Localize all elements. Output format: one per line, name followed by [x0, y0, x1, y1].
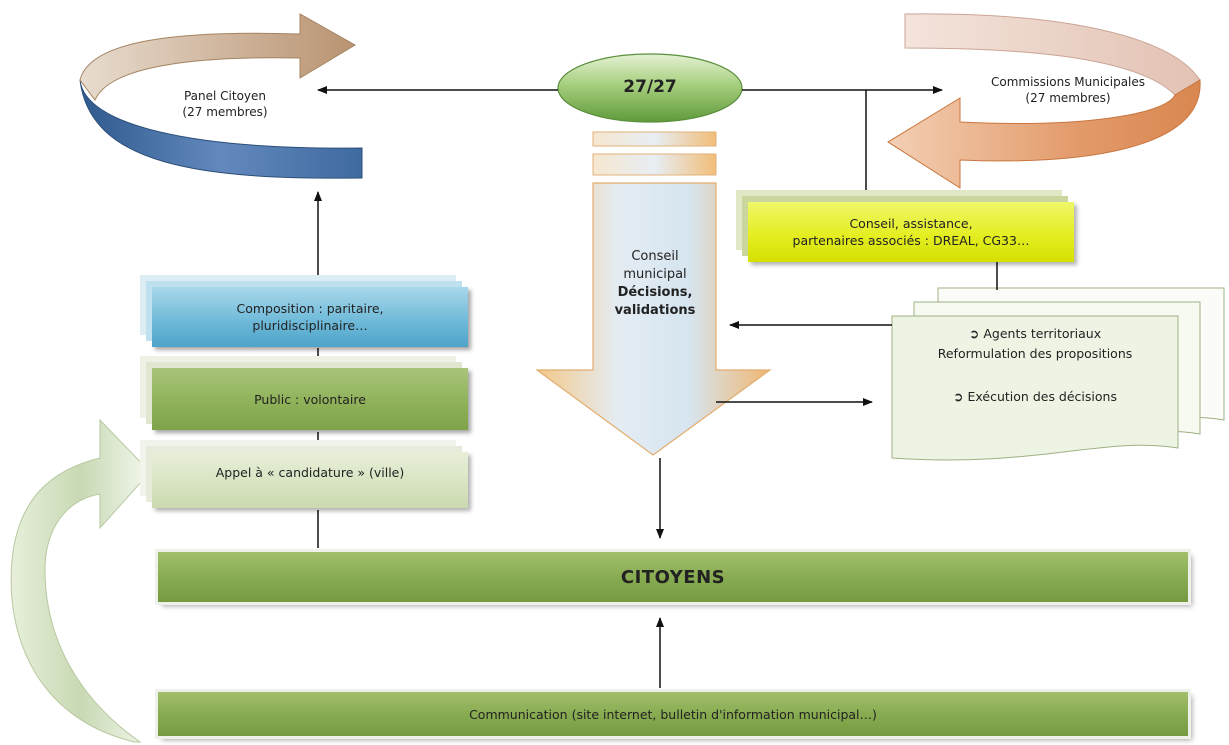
panel-citoyen-line2: (27 membres) [182, 105, 268, 119]
panel-blue-arc [79, 79, 363, 179]
left-loop-arrow [10, 418, 151, 743]
agents-bullet2-icon: ➲ [953, 389, 964, 404]
citoyens-bar: CITOYENS [158, 552, 1188, 602]
communication-label: Communication (site internet, bulletin d… [469, 706, 877, 722]
agents-item3: ➲ Exécution des décisions [900, 388, 1170, 405]
agents-item1: ➲ Agents territoriaux [900, 325, 1170, 342]
communication-bar: Communication (site internet, bulletin d… [158, 692, 1188, 736]
panel-citoyen-label: Panel Citoyen (27 membres) [150, 88, 300, 120]
conseil-municipal-line2: municipal [623, 267, 687, 282]
conseil-assistance-box: Conseil, assistance, partenaires associé… [748, 202, 1074, 262]
conseil-municipal-line1: Conseil [631, 249, 679, 264]
panel-citoyen-line1: Panel Citoyen [183, 89, 267, 103]
conseil-assistance-line2: partenaires associés : DREAL, CG33… [792, 233, 1030, 248]
composition-line1: Composition : paritaire, [236, 301, 384, 316]
conseil-municipal-label: Conseil municipal Décisions, validations [595, 248, 715, 320]
conseil-municipal-line3: Décisions, [617, 285, 693, 300]
agents-item2: Reformulation des propositions [937, 346, 1133, 361]
agents-item1-text: Agents territoriaux [983, 326, 1102, 341]
public-box: Public : volontaire [152, 368, 468, 430]
public-label: Public : volontaire [254, 391, 366, 407]
conseil-assistance-line1: Conseil, assistance, [849, 216, 973, 231]
conseil-municipal-line4: validations [614, 303, 696, 318]
down-arrow-strip-top [592, 131, 717, 147]
down-arrow-strip-mid [592, 153, 717, 176]
commissions-orange-arc [887, 79, 1201, 189]
panel-tan-arc [79, 13, 356, 101]
center-counter: 27/27 [623, 77, 677, 97]
composition-box: Composition : paritaire, pluridisciplina… [152, 287, 468, 347]
agents-item3-text: Exécution des décisions [967, 389, 1117, 404]
commissions-line1: Commissions Municipales [990, 75, 1146, 89]
appel-box: Appel à « candidature » (ville) [152, 452, 468, 508]
agents-page-front [891, 315, 1179, 461]
down-arrow-shape [535, 182, 772, 456]
agents-bullet1-icon: ➲ [968, 326, 980, 341]
commissions-line2: (27 membres) [1025, 91, 1111, 105]
commissions-label: Commissions Municipales (27 membres) [948, 74, 1188, 106]
center-oval [557, 53, 743, 123]
composition-line2: pluridisciplinaire… [252, 318, 368, 333]
appel-label: Appel à « candidature » (ville) [215, 465, 405, 480]
citoyens-label: CITOYENS [620, 566, 726, 588]
